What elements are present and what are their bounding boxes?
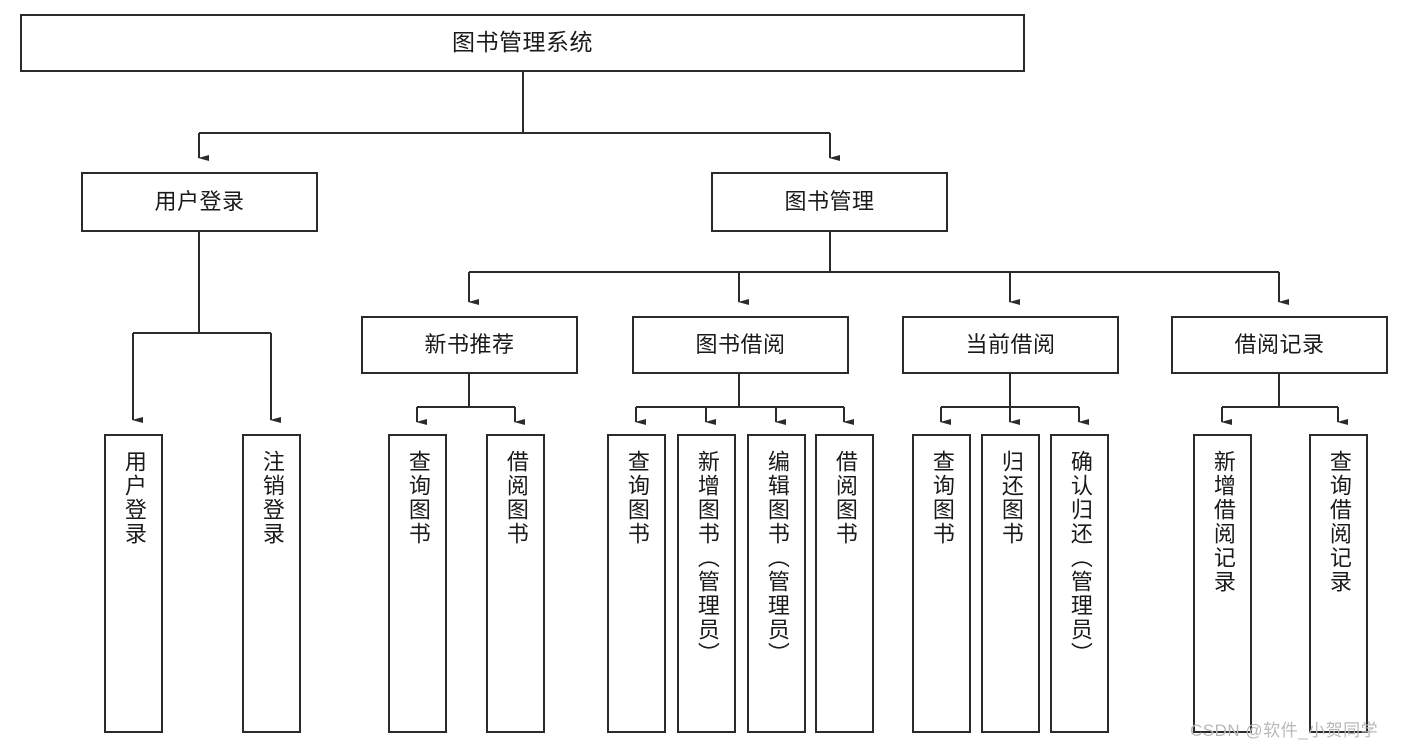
node-label: 当前借阅 <box>965 332 1056 358</box>
node-book-borrow[interactable]: 图书借阅 <box>632 316 849 374</box>
leaf-new-book-borrow-book[interactable]: 借阅图书 <box>486 434 545 733</box>
node-current-borrow[interactable]: 当前借阅 <box>902 316 1119 374</box>
node-label: 编辑图书（管理员） <box>764 450 790 666</box>
node-label: 确认归还（管理员） <box>1067 450 1093 666</box>
leaf-book-borrow-edit-book-admin[interactable]: 编辑图书（管理员） <box>747 434 806 733</box>
node-label: 图书借阅 <box>695 332 786 358</box>
leaf-borrow-record-add-record[interactable]: 新增借阅记录 <box>1193 434 1252 733</box>
node-label: 查询借阅记录 <box>1326 450 1352 594</box>
leaf-current-borrow-query-book[interactable]: 查询图书 <box>912 434 971 733</box>
node-label: 用户登录 <box>121 450 147 546</box>
node-label: 查询图书 <box>929 450 955 546</box>
node-label: 用户登录 <box>154 189 245 215</box>
node-label: 图书管理系统 <box>452 29 593 56</box>
node-label: 借阅图书 <box>503 450 529 546</box>
node-label: 借阅记录 <box>1234 332 1325 358</box>
node-label: 查询图书 <box>624 450 650 546</box>
leaf-user-login-login[interactable]: 用户登录 <box>104 434 163 733</box>
node-label: 新增图书（管理员） <box>694 450 720 666</box>
node-new-book-recommend[interactable]: 新书推荐 <box>361 316 578 374</box>
leaf-borrow-record-query-record[interactable]: 查询借阅记录 <box>1309 434 1368 733</box>
leaf-new-book-query-book[interactable]: 查询图书 <box>388 434 447 733</box>
node-user-login[interactable]: 用户登录 <box>81 172 318 232</box>
node-label: 新增借阅记录 <box>1210 450 1236 594</box>
node-label: 借阅图书 <box>832 450 858 546</box>
leaf-book-borrow-query-book[interactable]: 查询图书 <box>607 434 666 733</box>
leaf-current-borrow-return-book[interactable]: 归还图书 <box>981 434 1040 733</box>
leaf-current-borrow-confirm-return-admin[interactable]: 确认归还（管理员） <box>1050 434 1109 733</box>
leaf-book-borrow-borrow-book[interactable]: 借阅图书 <box>815 434 874 733</box>
csdn-watermark: CSDN @软件_小贺同学 <box>1190 721 1379 740</box>
node-borrow-record[interactable]: 借阅记录 <box>1171 316 1388 374</box>
node-book-management[interactable]: 图书管理 <box>711 172 948 232</box>
node-label: 注销登录 <box>259 450 285 546</box>
node-label: 新书推荐 <box>424 332 515 358</box>
node-label: 图书管理 <box>784 189 875 215</box>
leaf-user-login-logout[interactable]: 注销登录 <box>242 434 301 733</box>
node-root-book-management-system[interactable]: 图书管理系统 <box>20 14 1025 72</box>
node-label: 查询图书 <box>405 450 431 546</box>
leaf-book-borrow-add-book-admin[interactable]: 新增图书（管理员） <box>677 434 736 733</box>
node-label: 归还图书 <box>998 450 1024 546</box>
